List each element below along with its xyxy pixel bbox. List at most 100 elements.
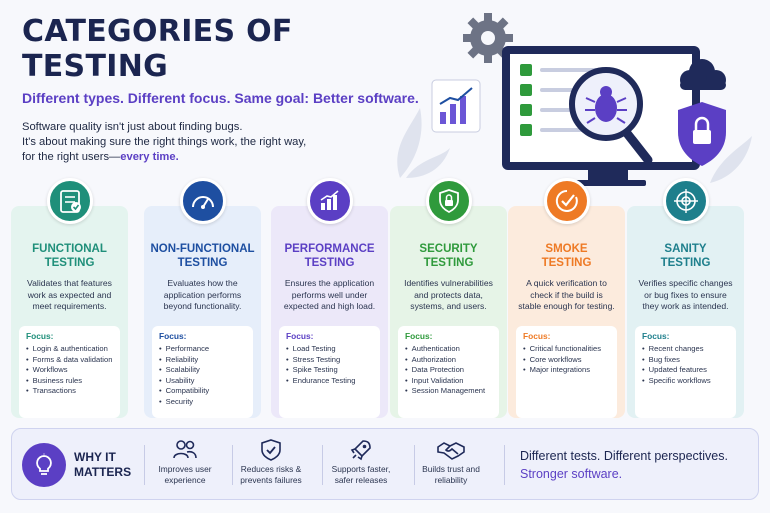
list-item: Data Protection [405,365,492,376]
focus-label: Focus: [26,331,54,341]
focus-label: Focus: [159,331,187,341]
shield-check-icon [261,439,281,461]
lightbulb-icon [22,443,66,487]
benefit-line-2: prevents failures [240,475,302,485]
focus-list: AuthenticationAuthorizationData Protecti… [405,344,492,397]
list-item: Endurance Testing [286,376,373,387]
focus-list: Load TestingStress TestingSpike TestingE… [286,344,373,386]
list-item: Authentication [405,344,492,355]
hero-illustration [397,13,752,186]
benefit-line-1: Improves user [158,464,212,474]
cloud-icon [680,59,726,90]
handshake-icon [437,442,465,460]
card-description-line: meet requirements. [32,301,107,311]
shield-lock-icon [678,102,726,166]
focus-label: Focus: [523,331,551,341]
card-description-line: Ensures the application [284,278,375,288]
card-description-line: A quick verification to [526,278,607,288]
card-description-line: beyond functionality. [163,301,242,311]
focus-list: PerformanceReliabilityScalabilityUsabili… [159,344,246,408]
intro-line-3-text: for the right users— [22,151,121,163]
list-item: Forms & data validation [26,355,113,366]
focus-box: Focus: Login & authenticationForms & data… [19,326,120,418]
focus-label: Focus: [405,331,433,341]
list-item: Workflows [26,365,113,376]
card-description-line: they work as intended. [642,301,729,311]
focus-box: Focus: Critical functionalitiesCore workf… [516,326,617,418]
card-description-line: Evaluates how the [167,278,238,288]
checklist-icon [47,178,93,224]
lightbulb-glyph [36,453,52,475]
list-item: Load Testing [286,344,373,355]
focus-label: Focus: [286,331,314,341]
focus-box: Focus:Recent changesBug fixesUpdated fea… [635,326,736,418]
benefit-line-2: experience [164,475,206,485]
card-title-line: TESTING [423,257,474,269]
benefit-line-1: Supports faster, [331,464,391,474]
list-item: Performance [159,344,246,355]
category-card: SECURITY TESTING Identifies vulnerabilitie… [390,178,507,418]
card-description-line: systems, and users. [410,301,487,311]
card-description-line: and protects data, [414,289,483,300]
card-title-line: SMOKE [545,243,588,255]
card-description-line: work as expected and [27,289,112,300]
card-description-line: or bug fixes to ensure [644,289,727,300]
why-line-2: MATTERS [74,465,132,479]
magnifier-bug-icon [569,67,653,165]
gear-icon [463,13,513,63]
list-item: Scalability [159,365,246,376]
focus-box: Focus: Load TestingStress TestingSpike Te… [279,326,380,418]
list-item: Critical functionalities [523,344,610,355]
why-it-matters-title: WHY IT MATTERS [74,450,131,480]
target-icon [663,178,709,224]
intro-line-1: Software quality isn't just about findin… [22,121,243,133]
list-item: Business rules [26,376,113,387]
focus-list: Login & authenticationForms & data valid… [26,344,113,397]
closing-line-2: Stronger software. [520,467,623,481]
list-item: Compatibility [159,386,246,397]
divider [414,445,415,485]
list-item: Authorization [405,355,492,366]
card-description-line: application performs [163,289,242,300]
shield-lock-icon [426,178,472,224]
focus-list: Critical functionalitiesCore workflowsMa… [523,344,610,376]
card-description-line: check if the build is [530,289,603,300]
list-item: Login & authentication [26,344,113,355]
users-icon [173,440,197,459]
rocket-icon [350,440,371,461]
growth-chart-icon [431,79,481,133]
intro-line-3: for the right users—every time. [22,150,442,165]
card-title-line: SECURITY [419,243,478,255]
list-item: Specific workflows [642,376,729,387]
card-description-line: Verifies specific changes [638,278,733,288]
benefit-line-2: safer releases [334,475,388,485]
benefit-line-2: reliability [434,475,468,485]
focus-box: Focus: PerformanceReliabilityScalabilityU… [152,326,253,418]
card-description-line: Identifies vulnerabilities [404,278,493,288]
card-title-line: TESTING [177,257,228,269]
card-title-line: SANITY [664,243,707,255]
check-circle-icon [544,178,590,224]
divider [144,445,145,485]
page-title: CATEGORIES OF TESTING [22,14,293,84]
benefit-line-1: Reduces risks & [240,464,302,474]
closing-statement: Different tests. Different perspectives.… [520,447,750,483]
divider [504,445,505,485]
focus-box: Focus: AuthenticationAuthorizationData Pr… [398,326,499,418]
list-item: Security [159,397,246,408]
list-item: Bug fixes [642,355,729,366]
focus-list: Recent changesBug fixesUpdated featuresS… [642,344,729,386]
intro-line-2: It's about making sure the right things … [22,136,307,148]
